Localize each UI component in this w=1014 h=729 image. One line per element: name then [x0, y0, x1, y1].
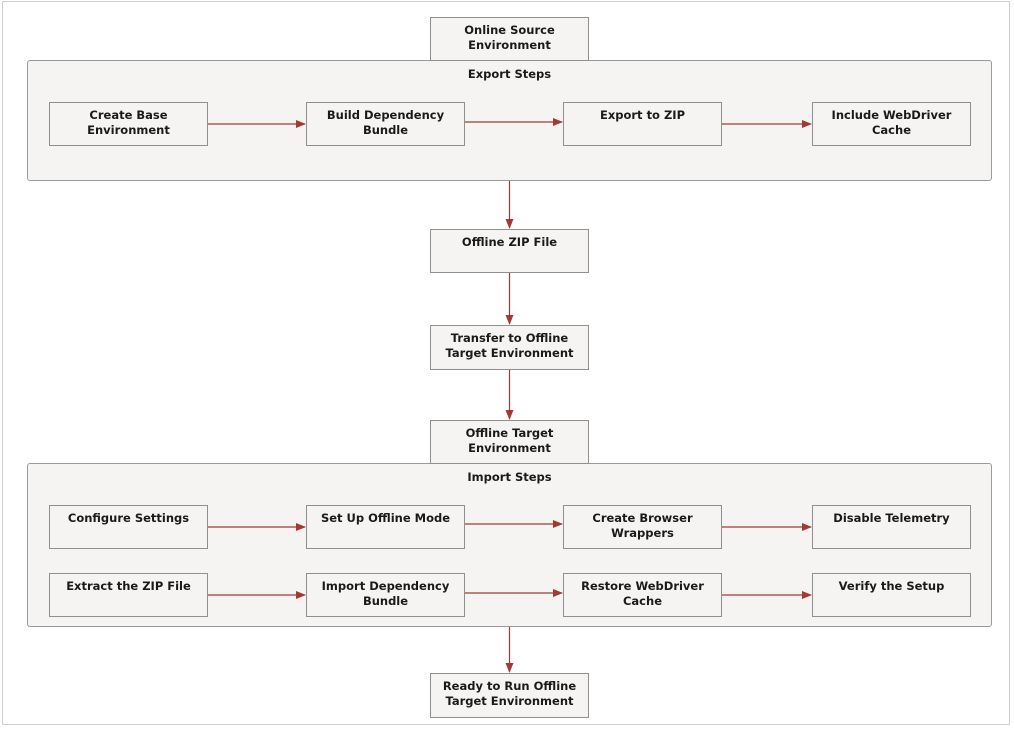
node-offline-target-environment[interactable]: Offline Target Environment [430, 420, 589, 464]
node-include-webdriver-cache[interactable]: Include WebDriver Cache [812, 102, 971, 146]
node-ready-to-run-offline-target[interactable]: Ready to Run Offline Target Environment [430, 673, 589, 718]
node-offline-zip-file[interactable]: Offline ZIP File [430, 229, 589, 273]
node-label: Verify the Setup [838, 579, 945, 593]
node-set-up-offline-mode[interactable]: Set Up Offline Mode [306, 505, 465, 549]
node-label: Ready to Run Offline Target Environment [442, 679, 577, 708]
import-steps-title: Import Steps [467, 470, 552, 484]
node-disable-telemetry[interactable]: Disable Telemetry [812, 505, 971, 549]
node-label: Transfer to Offline Target Environment [445, 331, 574, 360]
node-restore-webdriver-cache[interactable]: Restore WebDriver Cache [563, 573, 722, 617]
node-label: Create Base Environment [87, 108, 170, 137]
node-label: Export to ZIP [599, 108, 686, 122]
node-label: Offline ZIP File [461, 235, 558, 249]
node-online-source-environment[interactable]: Online Source Environment [430, 17, 589, 61]
node-configure-settings[interactable]: Configure Settings [49, 505, 208, 549]
node-create-base-environment[interactable]: Create Base Environment [49, 102, 208, 146]
node-transfer-to-offline-target[interactable]: Transfer to Offline Target Environment [430, 325, 589, 370]
node-label: Include WebDriver Cache [831, 108, 952, 137]
node-label: Disable Telemetry [833, 511, 950, 525]
node-label: Configure Settings [67, 511, 190, 525]
node-verify-the-setup[interactable]: Verify the Setup [812, 573, 971, 617]
node-label: Online Source Environment [464, 23, 555, 52]
node-label: Build Dependency Bundle [326, 108, 445, 137]
node-label: Offline Target Environment [465, 426, 554, 455]
node-build-dependency-bundle[interactable]: Build Dependency Bundle [306, 102, 465, 146]
export-steps-title: Export Steps [467, 67, 552, 81]
node-import-dependency-bundle[interactable]: Import Dependency Bundle [306, 573, 465, 617]
node-extract-the-zip-file[interactable]: Extract the ZIP File [49, 573, 208, 617]
node-export-to-zip[interactable]: Export to ZIP [563, 102, 722, 146]
node-create-browser-wrappers[interactable]: Create Browser Wrappers [563, 505, 722, 549]
node-label: Create Browser Wrappers [592, 511, 693, 540]
node-label: Import Dependency Bundle [321, 579, 450, 608]
node-label: Restore WebDriver Cache [581, 579, 704, 608]
node-label: Extract the ZIP File [66, 579, 191, 593]
node-label: Set Up Offline Mode [320, 511, 451, 525]
